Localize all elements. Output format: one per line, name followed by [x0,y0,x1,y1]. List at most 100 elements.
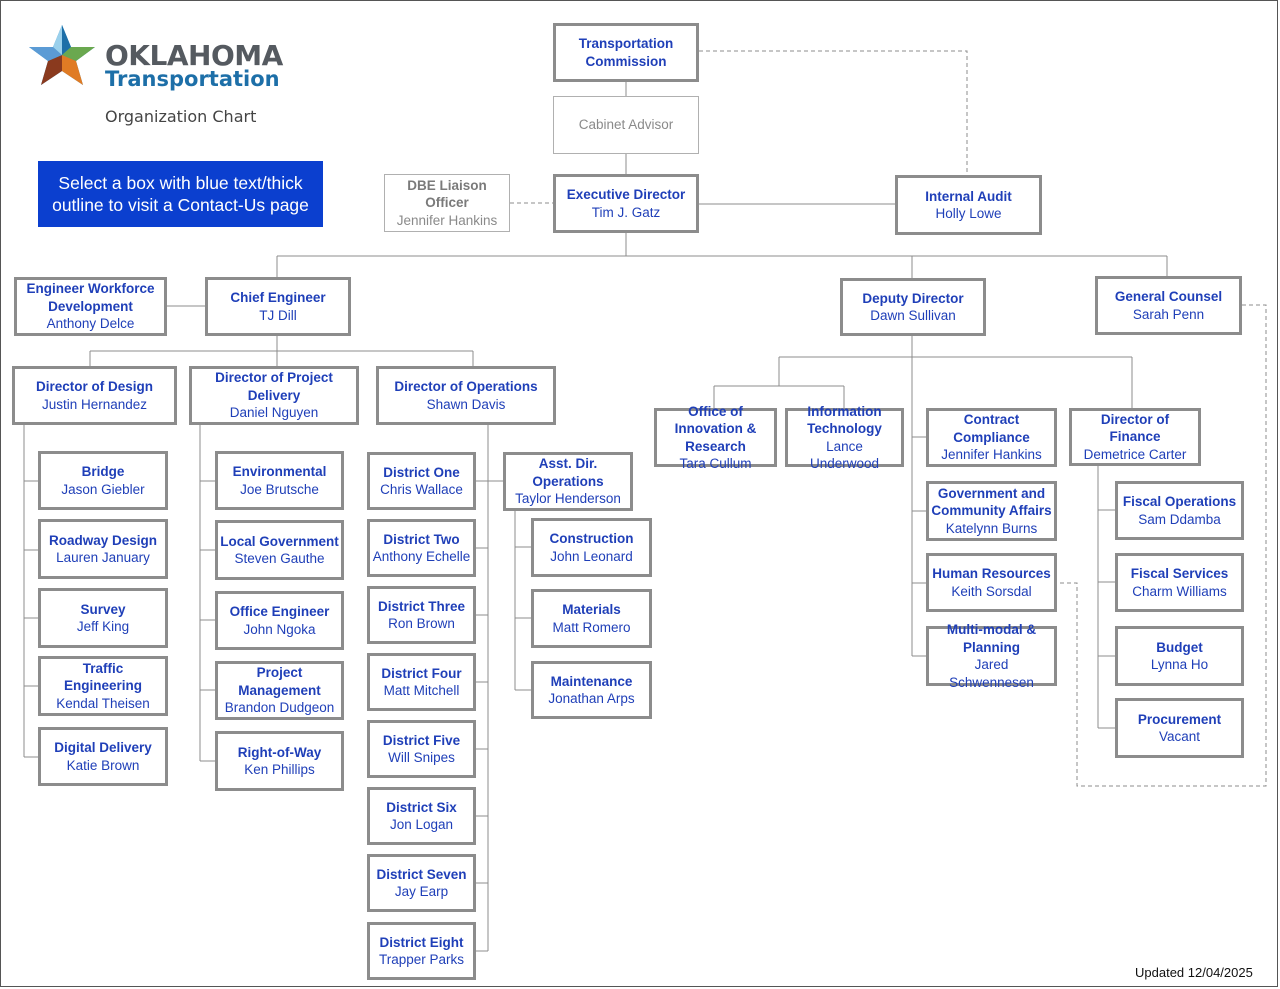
box-person: Brandon Dudgeon [224,700,335,716]
box-title: Engineer Workforce Development [26,281,155,314]
box-person: Ken Phillips [244,762,315,777]
box-information-technology[interactable]: Information Technology Lance Underwood [785,404,904,471]
box-local-government[interactable]: Local Government Steven Gauthe [215,520,344,580]
box-title: Digital Delivery [54,740,152,755]
box-general-counsel[interactable]: General Counsel Sarah Penn [1095,276,1242,335]
box-person: Tara Cullum [679,456,752,471]
box-person: Charm Williams [1132,583,1227,599]
box-district-seven[interactable]: District Seven Jay Earp [367,854,476,912]
box-office-of-innovation-research[interactable]: Office of Innovation & Research Tara Cul… [654,404,777,471]
box-title: Roadway Design [48,532,158,548]
box-cabinet-advisor: Cabinet Advisor [553,96,699,154]
box-engineer-workforce-development[interactable]: Engineer Workforce Development Anthony D… [14,277,167,336]
star-logo-icon [29,25,95,85]
box-internal-audit[interactable]: Internal Audit Holly Lowe [895,175,1042,235]
box-person: Jay Earp [394,884,449,899]
box-title: Internal Audit [925,188,1012,204]
box-materials[interactable]: Materials Matt Romero [531,589,652,648]
box-title: District Six [386,799,457,815]
box-person: Ron Brown [388,616,455,631]
box-office-engineer[interactable]: Office Engineer John Ngoka [215,591,344,650]
box-person: Taylor Henderson [515,491,621,507]
box-title: Office Engineer [229,604,330,619]
box-title: District Seven [376,866,467,882]
box-asst-dir-operations[interactable]: Asst. Dir. Operations Taylor Henderson [503,452,633,511]
box-person: Dawn Sullivan [870,308,956,323]
box-person: Steven Gauthe [234,551,325,566]
box-title: Government and Community Affairs [931,485,1052,519]
box-construction[interactable]: Construction John Leonard [531,518,652,577]
logo-text-transportation: Transportation [105,67,280,91]
box-person: Jon Logan [389,817,454,832]
box-executive-director[interactable]: Executive Director Tim J. Gatz [553,174,699,233]
box-procurement[interactable]: Procurement Vacant [1115,698,1244,758]
box-person: Shawn Davis [426,396,506,412]
box-budget[interactable]: Budget Lynna Ho [1115,626,1244,686]
box-chief-engineer[interactable]: Chief Engineer TJ Dill [205,277,351,336]
box-district-six[interactable]: District Six Jon Logan [367,787,476,845]
box-bridge[interactable]: Bridge Jason Giebler [38,451,168,510]
box-title: District Four [381,665,462,681]
box-person: Matt Mitchell [383,683,460,698]
box-person: Demetrice Carter [1083,446,1187,462]
box-government-community-affairs[interactable]: Government and Community Affairs Katelyn… [926,481,1057,541]
box-district-one[interactable]: District One Chris Wallace [367,452,476,510]
box-environmental[interactable]: Environmental Joe Brutsche [215,451,344,510]
box-survey[interactable]: Survey Jeff King [38,588,168,648]
box-person: Anthony Delce [46,316,135,332]
box-title: Director of Operations [394,379,538,394]
box-district-eight[interactable]: District Eight Trapper Parks [367,922,476,980]
box-person: Chris Wallace [380,482,463,497]
box-title: Deputy Director [862,290,964,306]
box-title: Fiscal Operations [1122,494,1237,509]
box-title: Contract Compliance [953,412,1030,445]
box-contract-compliance[interactable]: Contract Compliance Jennifer Hankins [926,408,1057,467]
box-person: Jason Giebler [61,481,145,497]
box-transportation-commission[interactable]: Transportation Commission [553,23,699,82]
box-title: Human Resources [932,566,1051,581]
box-fiscal-services[interactable]: Fiscal Services Charm Williams [1115,553,1244,612]
box-title: Budget [1156,639,1203,655]
box-title: Transportation Commission [578,36,674,69]
box-title: Materials [562,602,621,617]
box-title: District Three [377,598,466,614]
box-person: John Ngoka [243,621,316,637]
box-title: Executive Director [566,187,686,202]
box-person: Lance Underwood [809,438,880,472]
box-title: Director of Project Delivery [215,370,333,403]
logo-text-oklahoma: OKLAHOMA [105,39,283,72]
box-title: District Five [382,732,461,748]
box-district-five[interactable]: District Five Will Snipes [367,720,476,778]
box-title: Director of Finance [1100,411,1170,445]
box-title: Environmental [232,464,327,479]
updated-date: Updated 12/04/2025 [1135,965,1253,980]
box-human-resources[interactable]: Human Resources Keith Sorsdal [926,553,1057,612]
box-deputy-director[interactable]: Deputy Director Dawn Sullivan [840,278,986,336]
oklahoma-transportation-logo [25,21,275,96]
box-title: Information Technology [807,403,882,437]
box-title: Cabinet Advisor [578,117,674,133]
box-digital-delivery[interactable]: Digital Delivery Katie Brown [38,727,168,786]
box-person: Jennifer Hankins [941,447,1042,463]
box-title: Fiscal Services [1130,566,1229,581]
box-district-two[interactable]: District Two Anthony Echelle [367,519,476,577]
box-title: Bridge [81,464,125,479]
box-fiscal-operations[interactable]: Fiscal Operations Sam Ddamba [1115,481,1244,540]
box-roadway-design[interactable]: Roadway Design Lauren January [38,519,168,579]
box-project-management[interactable]: Project Management Brandon Dudgeon [215,661,344,720]
box-district-three[interactable]: District Three Ron Brown [367,586,476,644]
box-right-of-way[interactable]: Right-of-Way Ken Phillips [215,731,344,791]
box-director-of-design[interactable]: Director of Design Justin Hernandez [12,366,177,425]
box-title: Project Management [238,665,321,698]
box-traffic-engineering[interactable]: Traffic Engineering Kendal Theisen [38,656,168,716]
box-director-of-project-delivery[interactable]: Director of Project Delivery Daniel Nguy… [189,366,359,425]
box-person: TJ Dill [259,307,297,323]
box-director-of-operations[interactable]: Director of Operations Shawn Davis [376,366,556,425]
box-person: Katie Brown [66,757,140,773]
instruction-banner: Select a box with blue text/thick outlin… [38,161,323,227]
box-multimodal-planning[interactable]: Multi-modal & Planning Jared Schwennesen [926,622,1057,690]
box-title: Procurement [1137,711,1222,727]
box-district-four[interactable]: District Four Matt Mitchell [367,653,476,711]
box-director-of-finance[interactable]: Director of Finance Demetrice Carter [1069,408,1201,466]
box-maintenance[interactable]: Maintenance Jonathan Arps [531,661,652,719]
